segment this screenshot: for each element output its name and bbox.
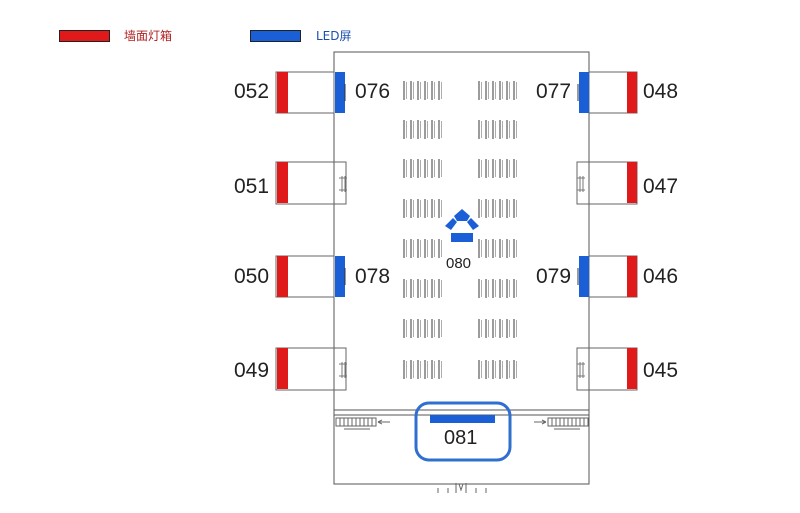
seat-block bbox=[403, 360, 442, 379]
lightbox-label-051: 051 bbox=[234, 175, 270, 198]
lightbox-label-052: 052 bbox=[234, 80, 270, 103]
legend-blue-label: LED屏 bbox=[316, 29, 352, 43]
lightbox-label-047: 047 bbox=[643, 175, 679, 198]
seat-block bbox=[403, 319, 442, 338]
entrance-led-bar bbox=[430, 415, 495, 423]
led-label-079: 079 bbox=[536, 265, 572, 288]
led-screen-079 bbox=[579, 256, 589, 297]
lightbox-label-048: 048 bbox=[643, 80, 679, 103]
left-alcoves bbox=[275, 71, 347, 391]
center-led-cluster bbox=[445, 209, 479, 242]
led-screen-076 bbox=[335, 72, 345, 113]
entrance-highlight-box bbox=[414, 401, 512, 462]
led-screen-078 bbox=[335, 256, 345, 297]
seat-block bbox=[403, 81, 442, 100]
lightbox-label-046: 046 bbox=[643, 265, 679, 288]
legend-red-label: 墙面灯箱 bbox=[124, 29, 173, 43]
seat-block bbox=[478, 159, 517, 178]
seat-block bbox=[403, 239, 442, 258]
lightbox-label-050: 050 bbox=[234, 265, 270, 288]
lightbox-046 bbox=[627, 256, 637, 297]
seat-block bbox=[403, 120, 442, 139]
led-screens bbox=[335, 72, 589, 297]
lightbox-051 bbox=[277, 162, 288, 203]
led-label-076: 076 bbox=[355, 80, 391, 103]
lightbox-045 bbox=[627, 348, 637, 389]
led-label-077: 077 bbox=[536, 80, 572, 103]
lobby-benches bbox=[335, 417, 589, 430]
seat-block bbox=[478, 279, 517, 298]
wall-fixtures bbox=[339, 176, 585, 378]
lightbox-049 bbox=[277, 348, 288, 389]
seat-block bbox=[478, 81, 517, 100]
lightbox-label-049: 049 bbox=[234, 359, 270, 382]
seat-block bbox=[403, 159, 442, 178]
seat-block bbox=[478, 199, 517, 218]
lightbox-050 bbox=[277, 256, 288, 297]
seat-block bbox=[478, 360, 517, 379]
entrance-screen-label: 081 bbox=[444, 427, 478, 449]
led-label-078: 078 bbox=[355, 265, 391, 288]
led-screen-077 bbox=[579, 72, 589, 113]
seat-block bbox=[403, 279, 442, 298]
lightbox-048 bbox=[627, 72, 637, 113]
wall-lightboxes bbox=[277, 72, 637, 389]
legend-red-swatch bbox=[59, 30, 110, 42]
seat-block bbox=[478, 239, 517, 258]
center-screen-label: 080 bbox=[446, 255, 472, 272]
right-alcoves bbox=[576, 71, 638, 391]
lightbox-047 bbox=[627, 162, 637, 203]
seat-block bbox=[403, 199, 442, 218]
legend-blue-swatch bbox=[250, 30, 301, 42]
lightbox-052 bbox=[277, 72, 288, 113]
bottom-door bbox=[437, 483, 487, 493]
lightbox-label-045: 045 bbox=[643, 359, 679, 382]
seat-block bbox=[478, 319, 517, 338]
seat-block bbox=[478, 120, 517, 139]
seating-area bbox=[403, 81, 517, 379]
